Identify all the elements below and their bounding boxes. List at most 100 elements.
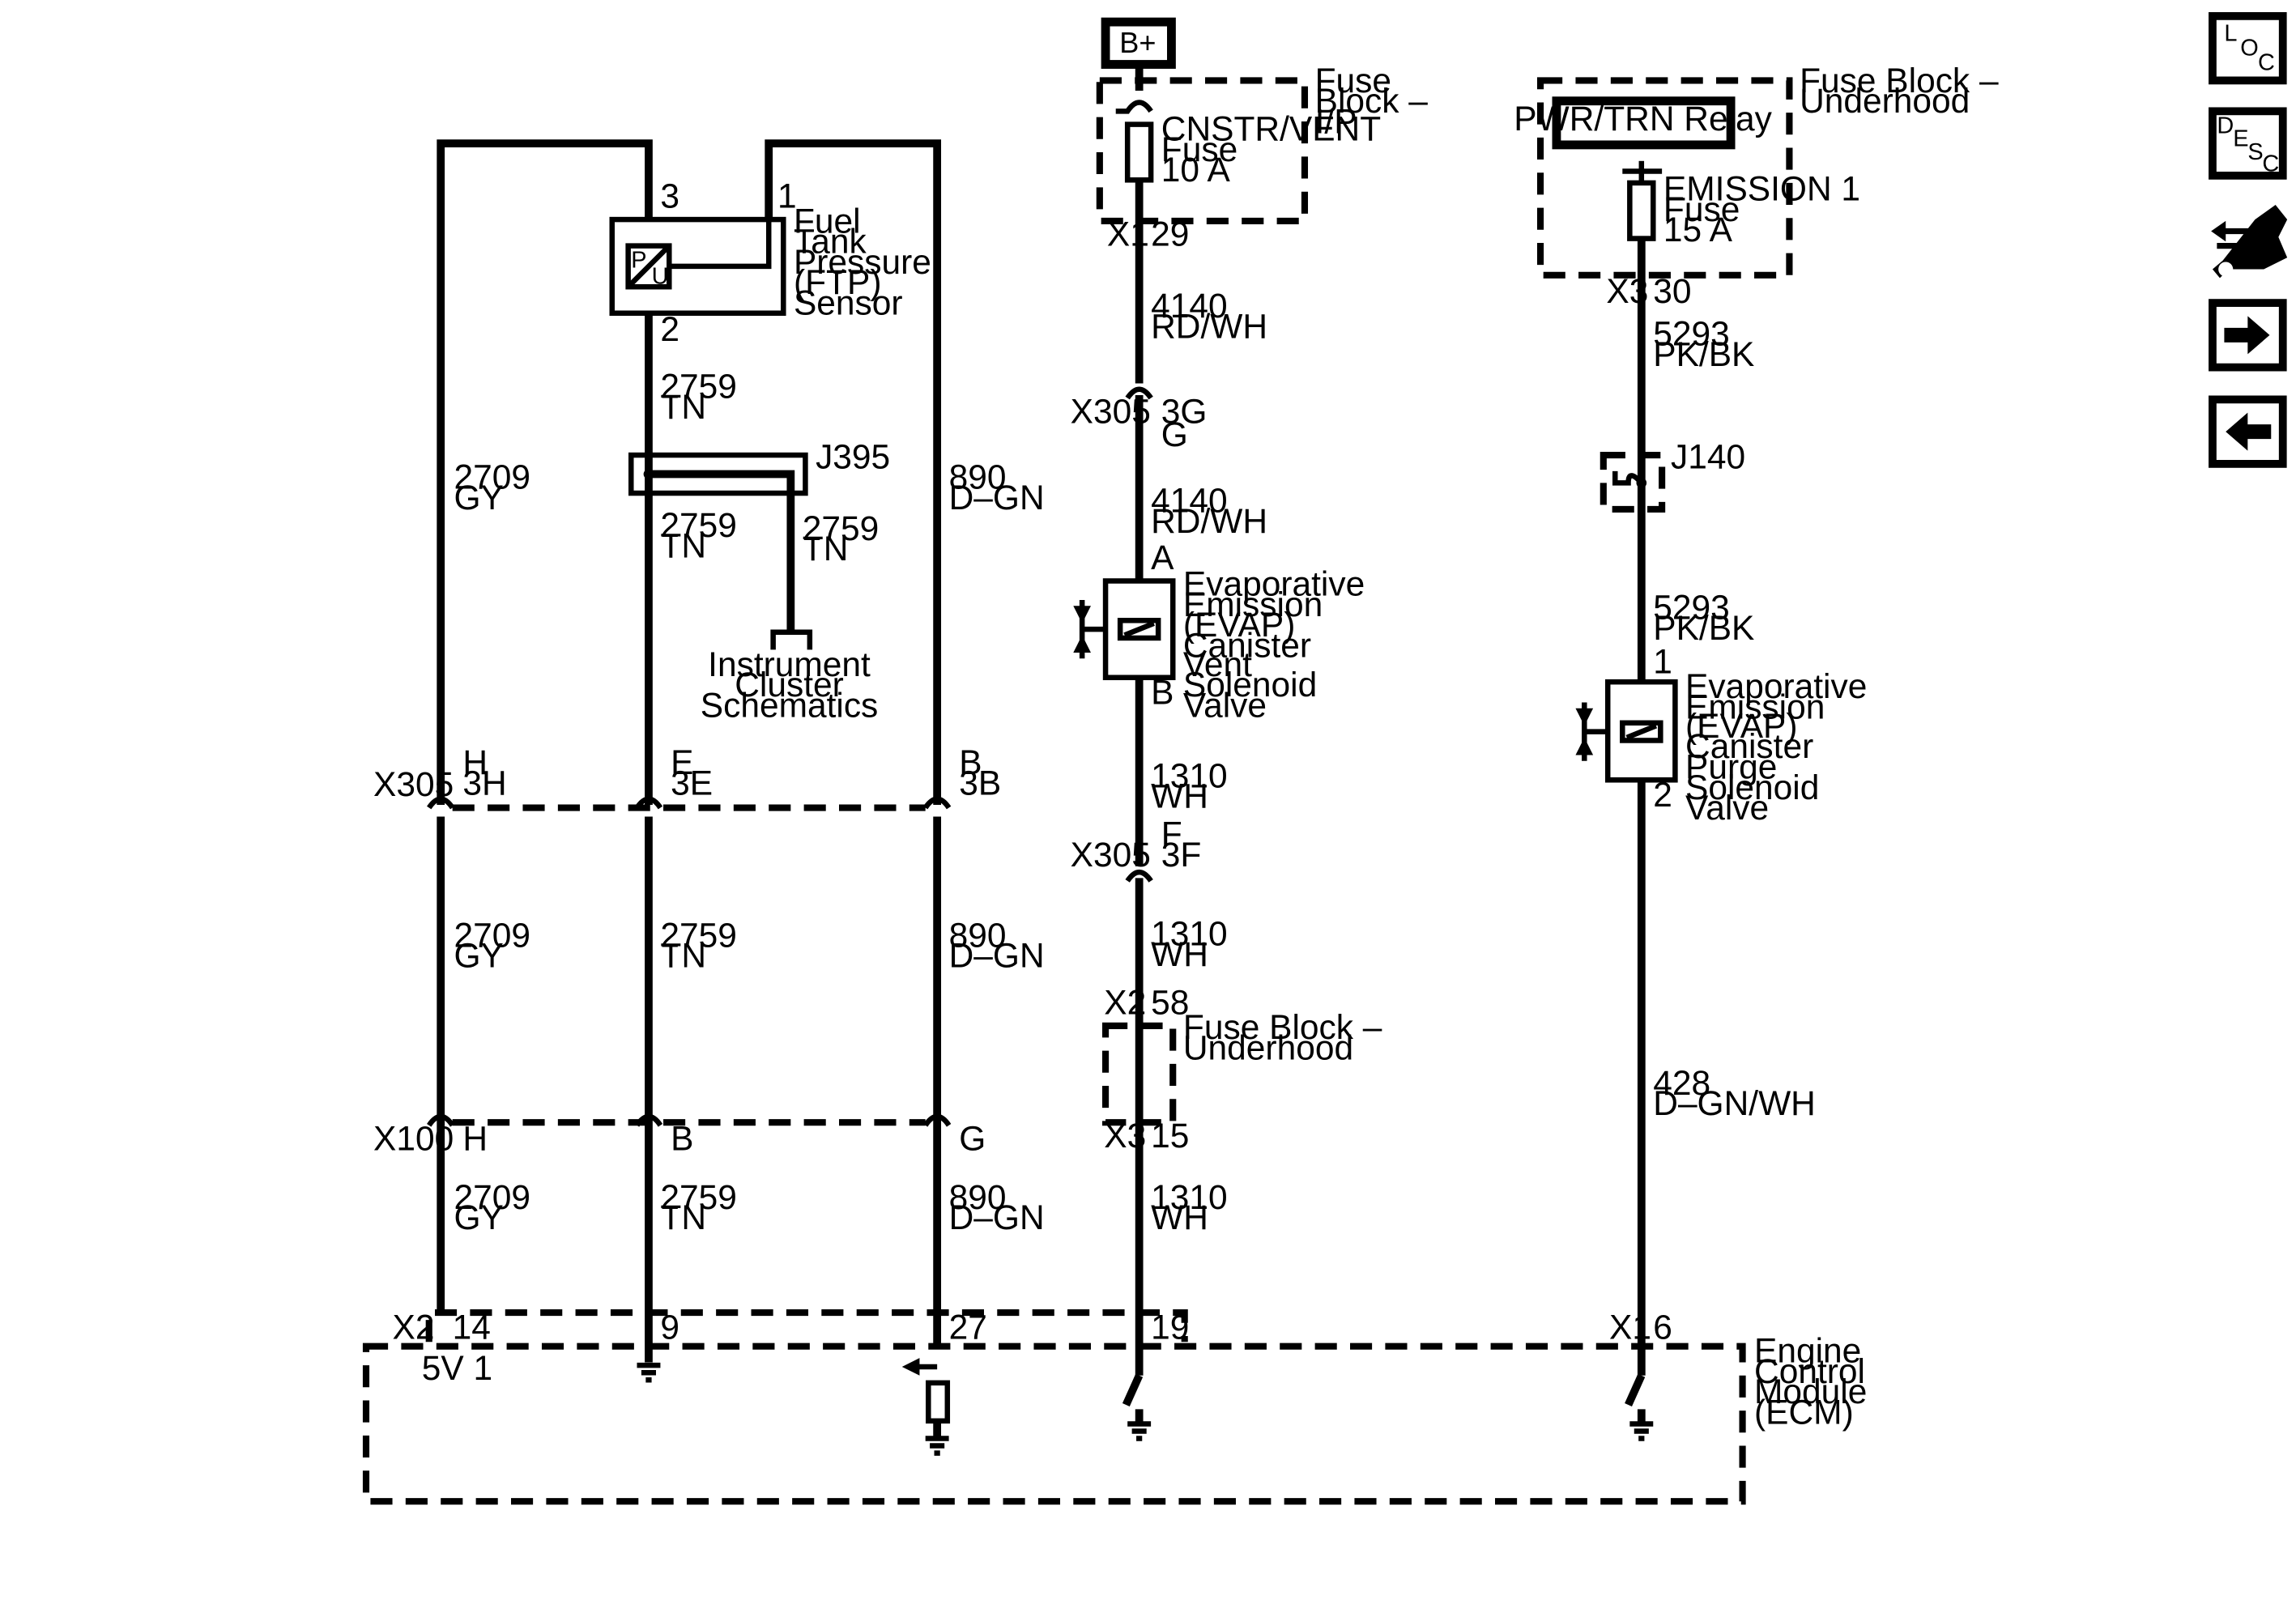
connector-hood	[922, 1113, 952, 1127]
fuse-cnstr-type: Fuse	[1161, 130, 1237, 168]
instrument-cluster-terminal	[770, 629, 813, 650]
vent-solenoid-label-5: Vent	[1183, 645, 1252, 683]
desc-letter-e: E	[2233, 126, 2248, 152]
ftp-sensor-label-3: Pressure	[794, 243, 931, 281]
ecm-driver-switch-778	[1122, 1373, 1144, 1406]
connector-wrench-icon[interactable]	[2211, 205, 2288, 279]
wire-4140-color-2: RD/WH	[1151, 502, 1267, 540]
wire-890-circuit-1: 890	[949, 458, 1007, 496]
wire-890-circuit-3: 890	[949, 1178, 1007, 1216]
vent-solenoid-coil	[1117, 618, 1161, 641]
wire-1310-circuit-1: 1310	[1151, 756, 1228, 794]
wire-2709-circuit-1: 2709	[454, 458, 530, 496]
pin-x305-e: E	[671, 743, 693, 781]
connector-hood	[922, 796, 952, 810]
arrow-left-icon	[2226, 412, 2272, 451]
ecm-label-4: (ECM)	[1754, 1393, 1854, 1431]
connector-x3-label-top: X3	[1606, 272, 1648, 310]
fuse-block-underhood-mid-label-2: Underhood	[1183, 1028, 1353, 1066]
wire-1310-circuit-2: 1310	[1151, 914, 1228, 952]
purge-solenoid-label-6: Solenoid	[1685, 768, 1819, 806]
wire-2709-gy	[437, 139, 653, 805]
vent-solenoid-label-4: Canister	[1183, 626, 1311, 664]
ftp-sensor-diagonal	[626, 244, 671, 289]
loc-letter-o: O	[2240, 36, 2258, 62]
ftp-symbol-p: P	[631, 248, 646, 274]
vent-solenoid-label-3: (EVAP)	[1183, 606, 1295, 644]
ecm-x2-connector-outline	[425, 1309, 1188, 1343]
purge-solenoid-label-4: Canister	[1685, 727, 1813, 765]
loc-letter-c: C	[2258, 50, 2275, 76]
ecm-signal-arrow-head	[901, 1358, 920, 1376]
splice-j395-box	[628, 452, 808, 496]
ftp-sensor-label-1: Fuel	[794, 202, 861, 240]
vent-valve-arrow-down	[1073, 606, 1091, 623]
ftp-pin-2: 2	[660, 310, 679, 348]
fuse-block-underhood-mid-outline	[1101, 1022, 1177, 1126]
pin-x305-3e: 3E	[671, 764, 713, 802]
ftp-sensor: P U Fuel Tank Pressure (FTP) Sensor 3 1 …	[609, 177, 931, 348]
wire-5293-circuit-2: 5293	[1653, 588, 1730, 626]
connector-x1-label-ecm: X1	[1609, 1308, 1651, 1347]
pin-x305-h: H	[462, 743, 488, 781]
wire-5293-color-1: PK/BK	[1653, 335, 1754, 373]
ecm-5v-reference: 5V 1	[422, 1349, 492, 1387]
wires	[437, 64, 1646, 1376]
pin-vent-a: A	[1151, 538, 1174, 577]
wire-2759-circuit-3: 2759	[660, 916, 737, 954]
wire-2709-color-2: GY	[454, 937, 503, 975]
wire-5293-circuit-1: 5293	[1653, 315, 1730, 353]
connector-x305-label-vent: X305	[1071, 392, 1151, 430]
pin-x100-h: H	[462, 1119, 488, 1157]
wire-2759-tn-branch	[648, 470, 795, 632]
connector-hood	[1125, 386, 1153, 400]
pin-ecm-14: 14	[453, 1308, 491, 1347]
pin-x305-b: B	[959, 743, 982, 781]
wire-4140-circuit-1: 4140	[1151, 287, 1228, 325]
description-button[interactable]: D E S C	[2209, 107, 2287, 180]
left-wire-labels: 2709 GY 2759 TN 2759 TN 2759 TN 890 D–GN…	[373, 368, 1045, 1237]
splice-j140-label: J140	[1671, 437, 1745, 475]
pin-x100-b: B	[671, 1119, 693, 1157]
splice-j395-node	[643, 469, 654, 479]
pin-x305-g: G	[1161, 415, 1188, 453]
connector-x2-label-mid: X2	[1104, 983, 1146, 1021]
pin-ecm-19: 19	[1151, 1308, 1189, 1347]
bplus-box	[1101, 17, 1176, 69]
previous-page-button[interactable]	[2209, 395, 2287, 468]
ftp-sensor-box	[609, 216, 786, 317]
wire-5293-color-2: PK/BK	[1653, 609, 1754, 647]
fuse-terminal	[1115, 100, 1153, 114]
pin-ecm-6: 6	[1653, 1308, 1672, 1347]
vent-solenoid-label-7: Valve	[1183, 687, 1267, 725]
connector-x305-label-vent-2: X305	[1071, 836, 1151, 874]
vent-solenoid-label-1: Evaporative	[1183, 565, 1365, 603]
bplus-label: B+	[1119, 26, 1156, 59]
vent-solenoid-label-6: Solenoid	[1183, 666, 1317, 704]
purge-solenoid: Evaporative Emission (EVAP) Canister Pur…	[1575, 667, 1867, 827]
pin-ecm-9: 9	[660, 1308, 679, 1347]
splice-j395: J395	[628, 437, 890, 496]
purge-valve-arrow-up	[1575, 737, 1594, 755]
purge-solenoid-coil	[1620, 720, 1663, 743]
connector-hood	[427, 1113, 455, 1127]
pin-x305-f: F	[1161, 815, 1182, 853]
connector-x305-label: X305	[373, 765, 454, 803]
fuse-emission-rating: 15 A	[1663, 211, 1733, 249]
pin-x305-3g: 3G	[1161, 392, 1208, 430]
nav-buttons: L O C D E S C	[2209, 12, 2288, 468]
pin-ecm-27: 27	[949, 1308, 987, 1347]
vent-valve-arrow-up	[1073, 635, 1091, 653]
pin-x100-g: G	[959, 1119, 986, 1157]
next-page-button[interactable]	[2209, 299, 2287, 372]
wire-2709-color-1: GY	[454, 479, 503, 517]
pin-purge-2: 2	[1653, 776, 1672, 814]
ftp-sensor-label-4: (FTP)	[794, 263, 882, 301]
wire-2759-color-branch: TN	[803, 530, 849, 568]
location-button[interactable]: L O C	[2209, 12, 2287, 85]
fuse-block-underhood-top-label-1: Fuse Block –	[1800, 62, 1999, 100]
connector-hood	[1125, 869, 1153, 883]
ecm-pulldown-resistor	[926, 1380, 951, 1424]
connector-x1-label: X1	[1107, 215, 1149, 253]
